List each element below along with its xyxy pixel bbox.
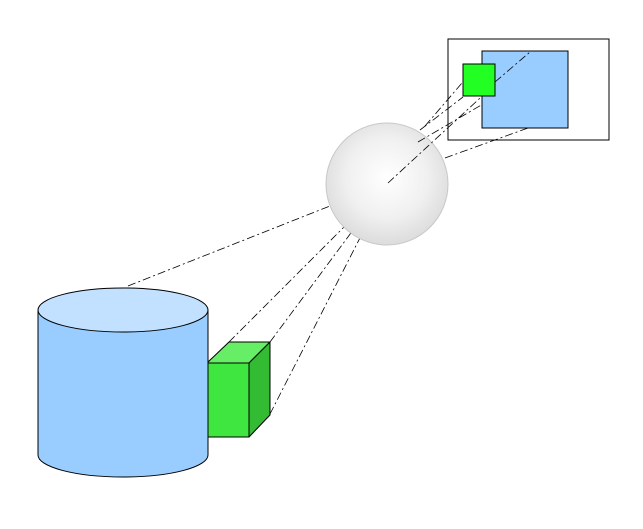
image-frame xyxy=(447,38,610,141)
ray-image-2 xyxy=(419,96,464,131)
cylinder xyxy=(37,287,209,478)
image-inner-ray xyxy=(494,51,531,83)
cube-front-face xyxy=(206,362,250,438)
ray-image-4 xyxy=(444,127,529,159)
image-frame-border xyxy=(447,38,610,141)
cylinder-body xyxy=(37,309,209,478)
image-blue-square xyxy=(481,50,569,129)
ray-image-5 xyxy=(424,82,463,127)
lens-sphere xyxy=(325,122,449,246)
ray-cylinder-top xyxy=(127,182,389,287)
cube xyxy=(206,341,271,438)
ray-cube-bottom-right xyxy=(269,182,389,415)
image-green-square xyxy=(462,63,496,97)
ray-image-3 xyxy=(417,96,496,143)
cylinder-top xyxy=(37,287,209,333)
